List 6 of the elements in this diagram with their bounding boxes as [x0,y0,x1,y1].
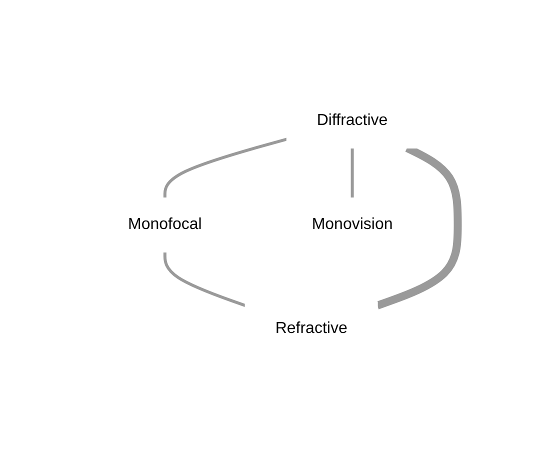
node-text: Monofocal [128,216,202,233]
node-text: Refractive [274,320,347,337]
node-text: Monovision [311,216,392,233]
connector [350,148,354,198]
connector [163,252,246,307]
connector [163,138,287,198]
